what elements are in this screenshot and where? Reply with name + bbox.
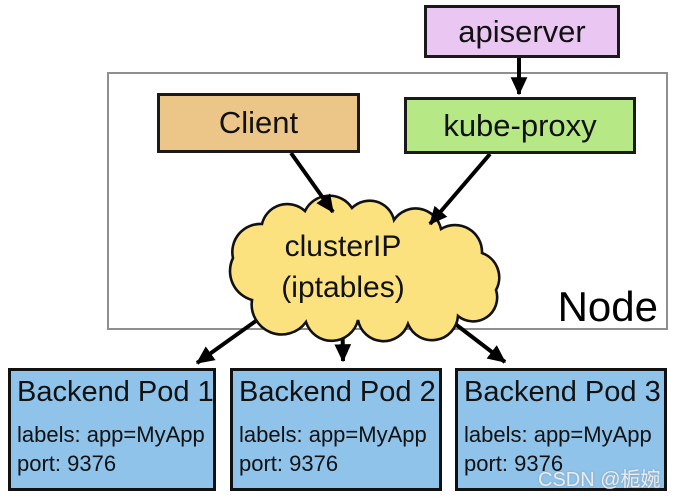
backend-pod-3-box: Backend Pod 3 labels: app=MyApp port: 93…: [455, 368, 667, 491]
apiserver-box: apiserver: [424, 5, 620, 58]
backend-pod-1-box: Backend Pod 1 labels: app=MyApp port: 93…: [8, 368, 216, 491]
backend-pod-1-port: port: 9376: [17, 451, 117, 477]
node-label: Node: [557, 283, 658, 330]
backend-pod-3-title: Backend Pod 3: [464, 376, 661, 408]
client-label: Client: [218, 105, 299, 140]
arrow-client-to-clusterip: [289, 151, 335, 214]
apiserver-label: apiserver: [458, 13, 586, 49]
kube-proxy-box: kube-proxy: [404, 97, 636, 154]
backend-pod-3-port: port: 9376: [464, 451, 564, 477]
kube-proxy-label: kube-proxy: [443, 107, 597, 143]
clusterip-line2: (iptables): [281, 270, 405, 304]
csdn-watermark: CSDN @栀婉: [538, 469, 661, 491]
backend-pod-2-title: Backend Pod 2: [239, 376, 436, 408]
backend-pod-1-labels: labels: app=MyApp: [17, 421, 205, 447]
client-box: Client: [157, 93, 360, 153]
backend-pod-1-title: Backend Pod 1: [17, 376, 214, 408]
backend-pod-2-labels: labels: app=MyApp: [239, 421, 427, 447]
arrow-kubeproxy-to-clusterip: [428, 152, 492, 226]
clusterip-cloud: [228, 194, 501, 343]
clusterip-label: clusterIP (iptables): [233, 227, 453, 308]
clusterip-line1: clusterIP: [284, 230, 402, 263]
backend-pod-2-box: Backend Pod 2 labels: app=MyApp port: 93…: [230, 368, 442, 491]
backend-pod-3-labels: labels: app=MyApp: [464, 421, 652, 447]
backend-pod-2-port: port: 9376: [239, 451, 339, 477]
